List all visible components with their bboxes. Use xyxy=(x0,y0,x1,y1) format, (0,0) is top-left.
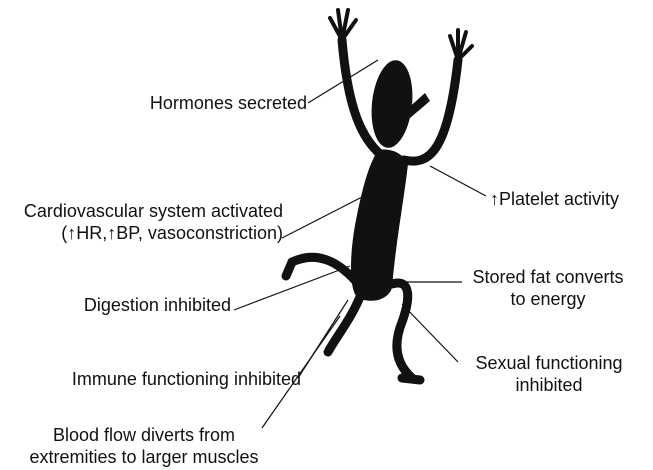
leader-sexual xyxy=(402,304,458,362)
label-stored-fat-line2: to energy xyxy=(464,288,632,310)
label-stored-fat: Stored fat converts to energy xyxy=(464,266,632,310)
leader-cardio xyxy=(282,196,364,238)
label-stored-fat-line1: Stored fat converts xyxy=(464,266,632,288)
stick-figure xyxy=(286,10,472,380)
label-immune-text: Immune functioning inhibited xyxy=(72,368,301,390)
label-cardiovascular-line1: Cardiovascular system activated xyxy=(24,200,283,222)
label-digestion: Digestion inhibited xyxy=(84,294,231,316)
label-cardiovascular: Cardiovascular system activated (↑HR,↑BP… xyxy=(24,200,283,244)
figure-head xyxy=(368,58,417,150)
figure-left-hand xyxy=(330,10,356,40)
label-platelet: ↑Platelet activity xyxy=(490,188,619,210)
label-cardiovascular-line2: (↑HR,↑BP, vasoconstriction) xyxy=(24,222,283,244)
label-immune: Immune functioning inhibited xyxy=(72,368,301,390)
figure-left-foot xyxy=(286,262,292,276)
figure-right-hand xyxy=(450,30,472,60)
figure-right-foot xyxy=(402,378,420,380)
label-hormones: Hormones secreted xyxy=(150,92,307,114)
label-blood-flow-line1: Blood flow diverts from xyxy=(2,424,286,446)
figure-torso xyxy=(351,150,408,301)
figure-right-leg xyxy=(392,283,412,378)
label-sexual-line2: inhibited xyxy=(454,374,644,396)
label-hormones-text: Hormones secreted xyxy=(150,92,307,114)
label-blood-flow-line2: extremities to larger muscles xyxy=(2,446,286,468)
figure-lower-left-leg xyxy=(328,292,362,352)
leader-platelet xyxy=(430,166,486,196)
label-sexual-line1: Sexual functioning xyxy=(454,352,644,374)
figure-left-leg xyxy=(292,257,360,286)
label-platelet-text: ↑Platelet activity xyxy=(490,188,619,210)
label-sexual: Sexual functioning inhibited xyxy=(454,352,644,396)
label-blood-flow: Blood flow diverts from extremities to l… xyxy=(2,424,286,468)
label-digestion-text: Digestion inhibited xyxy=(84,294,231,316)
